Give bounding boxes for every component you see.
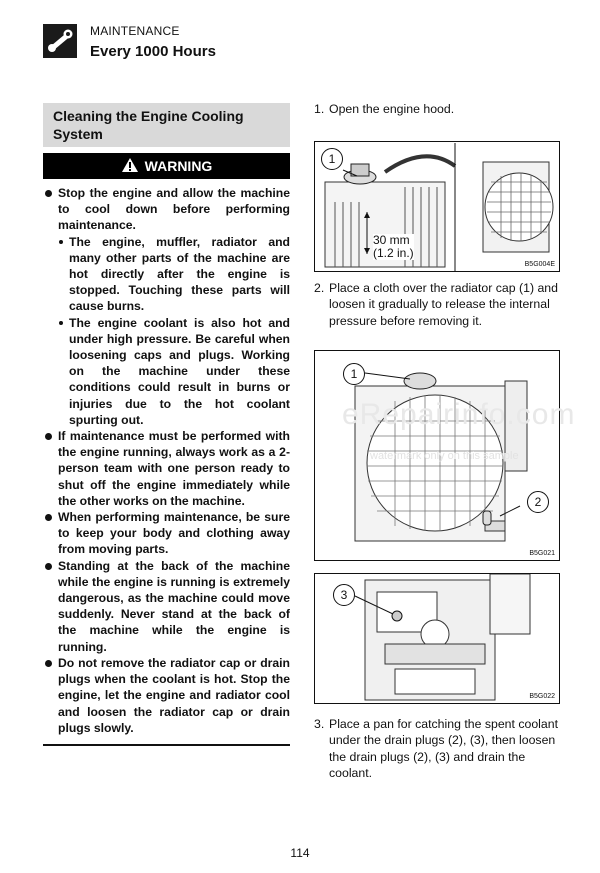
warning-label: WARNING <box>144 158 213 174</box>
figure-radiator-drain: 1 2 B5G021 <box>314 350 560 561</box>
warning-end-rule <box>43 744 290 746</box>
figure-engine-drain: 3 B5G022 <box>314 573 560 704</box>
warning-subitem: The engine coolant is also hot and under… <box>43 315 290 428</box>
warning-item: If maintenance must be performed with th… <box>43 428 290 509</box>
figure-code: B5G021 <box>529 550 555 557</box>
warning-list: Stop the engine and allow the machine to… <box>43 185 290 736</box>
warning-bar: WARNING <box>43 153 290 179</box>
sub-bullet-icon <box>59 239 63 244</box>
bullet-icon <box>45 514 52 522</box>
watermark: eRepairinfo.com <box>342 398 576 431</box>
warning-subitem: The engine, muffler, radiator and many o… <box>43 234 290 315</box>
step-2: 2. Place a cloth over the radiator cap (… <box>314 281 558 328</box>
figure-code: B5G004E <box>524 261 555 268</box>
bullet-icon <box>45 659 52 667</box>
callout-1: 1 <box>321 148 343 170</box>
header-section: MAINTENANCE <box>90 24 180 38</box>
bullet-icon <box>45 562 52 570</box>
callout-2: 2 <box>527 491 549 513</box>
wrench-icon <box>43 24 77 58</box>
warning-item: When performing maintenance, be sure to … <box>43 509 290 558</box>
dimension-label: 30 mm (1.2 in.) <box>373 233 414 260</box>
callout-3: 3 <box>333 584 355 606</box>
warning-triangle-icon <box>121 157 139 176</box>
watermark-sub: watermark only on this sample <box>370 450 519 462</box>
bullet-icon <box>45 433 52 441</box>
warning-item: Stop the engine and allow the machine to… <box>43 185 290 234</box>
figure-code: B5G022 <box>529 693 555 700</box>
warning-item: Do not remove the radiator cap or drain … <box>43 655 290 736</box>
step-1: 1. Open the engine hood. <box>314 102 455 116</box>
header-title: Every 1000 Hours <box>90 43 216 60</box>
sub-bullet-icon <box>59 320 63 325</box>
figure-radiator-cap-level: 1 30 mm (1.2 in.) B5G004E <box>314 141 560 272</box>
warning-item: Standing at the back of the machine whil… <box>43 558 290 655</box>
step-3: 3. Place a pan for catching the spent co… <box>314 717 559 780</box>
bullet-icon <box>45 190 52 197</box>
section-title: Cleaning the Engine Cooling System <box>43 103 290 147</box>
page-number: 114 <box>290 846 310 860</box>
callout-1: 1 <box>343 363 365 385</box>
